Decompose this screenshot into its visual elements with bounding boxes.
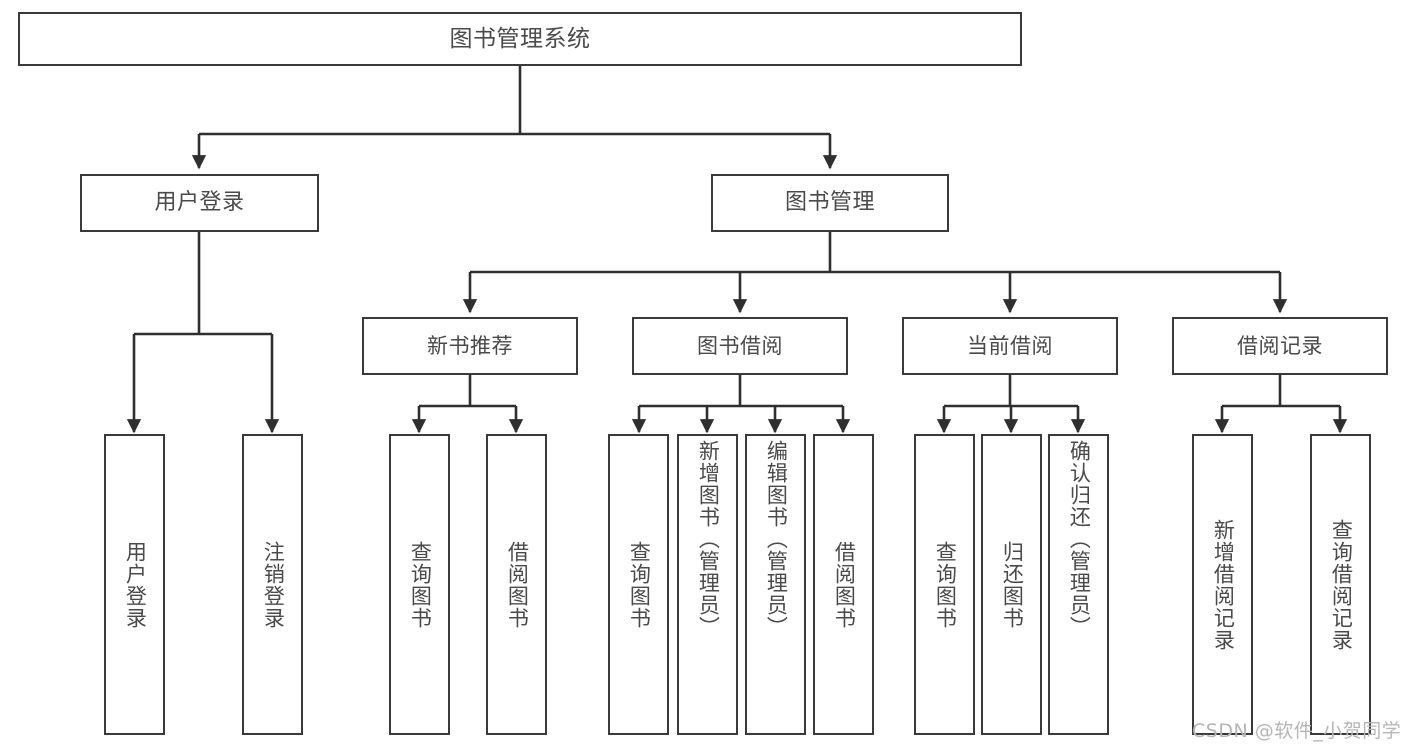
leaf-borrow-record-query-label: 查询借阅记录: [1329, 518, 1354, 651]
leaf-user-login-signout-label: 注销登录: [261, 540, 286, 629]
leaf-new-book-borrow-label: 借阅图书: [505, 540, 530, 629]
leaf-current-borrow-query[interactable]: 查询图书: [914, 434, 975, 735]
leaf-borrow-record-add[interactable]: 新增借阅记录: [1192, 434, 1253, 735]
leaf-user-login-signout[interactable]: 注销登录: [242, 434, 303, 735]
leaf-book-borrow-query-label: 查询图书: [627, 540, 652, 629]
node-book-borrow[interactable]: 图书借阅: [632, 317, 848, 375]
node-new-book-recommend[interactable]: 新书推荐: [362, 317, 578, 375]
watermark-text: CSDN @软件_小贺同学: [1192, 720, 1402, 742]
leaf-book-borrow-add[interactable]: 新增图书（管理员）: [677, 434, 738, 735]
node-book-borrow-label: 图书借阅: [697, 333, 783, 358]
node-borrow-record-label: 借阅记录: [1237, 333, 1323, 358]
node-current-borrow-label: 当前借阅: [967, 333, 1053, 358]
leaf-current-borrow-confirm[interactable]: 确认归还（管理员）: [1048, 434, 1109, 735]
leaf-book-borrow-add-label: 新增图书（管理员）: [696, 440, 721, 638]
node-book-management[interactable]: 图书管理: [711, 174, 949, 232]
leaf-current-borrow-query-label: 查询图书: [933, 540, 958, 629]
leaf-new-book-query[interactable]: 查询图书: [389, 434, 450, 735]
leaf-borrow-record-query[interactable]: 查询借阅记录: [1310, 434, 1371, 735]
leaf-user-login-signin-label: 用户登录: [123, 540, 148, 629]
node-new-book-recommend-label: 新书推荐: [427, 333, 513, 358]
leaf-user-login-signin[interactable]: 用户登录: [104, 434, 165, 735]
node-root-system-label: 图书管理系统: [449, 25, 591, 52]
leaf-book-borrow-query[interactable]: 查询图书: [608, 434, 669, 735]
node-borrow-record[interactable]: 借阅记录: [1172, 317, 1388, 375]
node-book-management-label: 图书管理: [784, 190, 875, 216]
leaf-book-borrow-edit[interactable]: 编辑图书（管理员）: [745, 434, 806, 735]
leaf-current-borrow-return[interactable]: 归还图书: [981, 434, 1042, 735]
node-current-borrow[interactable]: 当前借阅: [902, 317, 1118, 375]
leaf-new-book-borrow[interactable]: 借阅图书: [486, 434, 547, 735]
leaf-current-borrow-confirm-label: 确认归还（管理员）: [1067, 440, 1092, 638]
leaf-borrow-record-add-label: 新增借阅记录: [1211, 518, 1236, 651]
leaf-current-borrow-return-label: 归还图书: [1000, 540, 1025, 629]
node-user-login[interactable]: 用户登录: [80, 174, 319, 232]
node-root-system[interactable]: 图书管理系统: [18, 12, 1022, 66]
leaf-book-borrow-borrow[interactable]: 借阅图书: [813, 434, 874, 735]
leaf-new-book-query-label: 查询图书: [408, 540, 433, 629]
node-user-login-label: 用户登录: [154, 190, 245, 216]
leaf-book-borrow-edit-label: 编辑图书（管理员）: [764, 440, 789, 638]
leaf-book-borrow-borrow-label: 借阅图书: [832, 540, 857, 629]
